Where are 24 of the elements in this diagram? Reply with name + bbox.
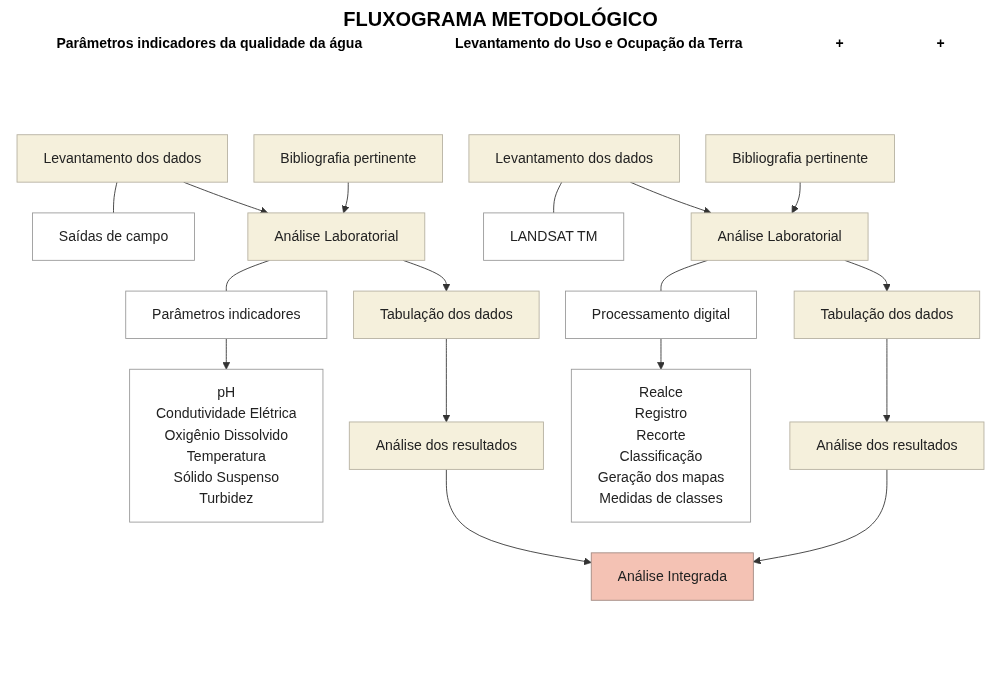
- section-label: +: [835, 35, 844, 51]
- node-box: Análise dos resultados: [789, 421, 985, 470]
- node-box: Realce Registro Recorte Classificação Geração dos mapas Medidas de classes: [570, 368, 752, 523]
- node-box: Processamento digital: [565, 290, 757, 339]
- node-box: Tabulação dos dados: [793, 290, 981, 339]
- connector: [553, 181, 563, 214]
- diagram-title: FLUXOGRAMA METODOLÓGICO: [343, 8, 658, 31]
- node-box: Análise dos resultados: [348, 421, 544, 470]
- node-box: Levantamento dos dados: [468, 134, 680, 183]
- node-box: Saídas de campo: [32, 212, 195, 261]
- node-box: Análise Integrada: [590, 552, 754, 601]
- node-box: LANDSAT TM: [483, 212, 625, 261]
- node-box: Análise Laboratorial: [247, 212, 426, 261]
- node-box: Levantamento dos dados: [16, 134, 228, 183]
- node-box: Tabulação dos dados: [353, 290, 540, 339]
- node-box: Análise Laboratorial: [690, 212, 869, 261]
- node-box: Parâmetros indicadores: [125, 290, 328, 339]
- section-label: Levantamento do Uso e Ocupação da Terra: [455, 35, 743, 51]
- connector: [113, 181, 118, 214]
- section-label: Parâmetros indicadores da qualidade da água: [56, 35, 363, 51]
- node-box: Bibliografia pertinente: [705, 134, 895, 183]
- node-box: Bibliografia pertinente: [253, 134, 443, 183]
- node-box: pH Condutividade Elétrica Oxigênio Dissolvido Temperatura Sólido Suspenso Turbidez: [129, 368, 324, 523]
- section-label: +: [936, 35, 945, 51]
